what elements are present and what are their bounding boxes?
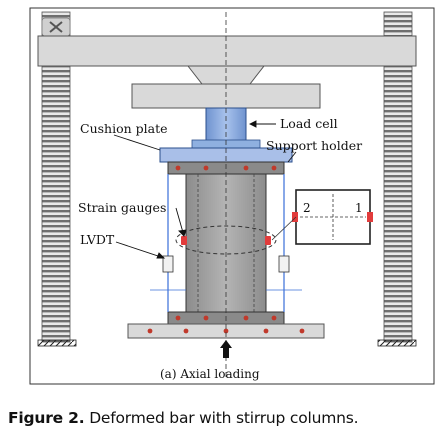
left-threaded-column bbox=[37, 11, 77, 347]
figure-caption-text: Deformed bar with stirrup columns. bbox=[84, 409, 359, 427]
deformation-ellipse bbox=[175, 225, 277, 255]
leader-lines bbox=[113, 120, 297, 259]
support-holder-label: Support holder bbox=[266, 138, 362, 153]
gauge-1-label: 1 bbox=[355, 201, 363, 215]
figure-caption-lead: Figure 2. bbox=[8, 409, 85, 427]
strain-gauges bbox=[181, 236, 271, 245]
figure-caption: Figure 2. Deformed bar with stirrup colu… bbox=[8, 409, 438, 427]
right-threaded-column bbox=[377, 11, 417, 347]
subcaption: (a) Axial loading bbox=[160, 367, 260, 381]
load-arrow-icon bbox=[220, 340, 232, 358]
load-cell-label: Load cell bbox=[280, 116, 338, 131]
top-crosshead bbox=[37, 35, 417, 67]
gauge-2-label: 2 bbox=[303, 201, 311, 215]
inset-pointer bbox=[271, 216, 297, 241]
close-icon bbox=[41, 17, 71, 37]
holder-bolts bbox=[147, 165, 305, 334]
cushion-plate-label: Cushion plate bbox=[80, 121, 168, 136]
strain-gauges-label: Strain gauges bbox=[78, 200, 166, 215]
lvdt-left bbox=[162, 174, 174, 312]
specimen-stirrup-lines bbox=[197, 174, 255, 312]
section-inset: 2 1 bbox=[292, 189, 373, 245]
lvdt-label: LVDT bbox=[80, 232, 115, 247]
lvdt-right bbox=[278, 174, 290, 312]
